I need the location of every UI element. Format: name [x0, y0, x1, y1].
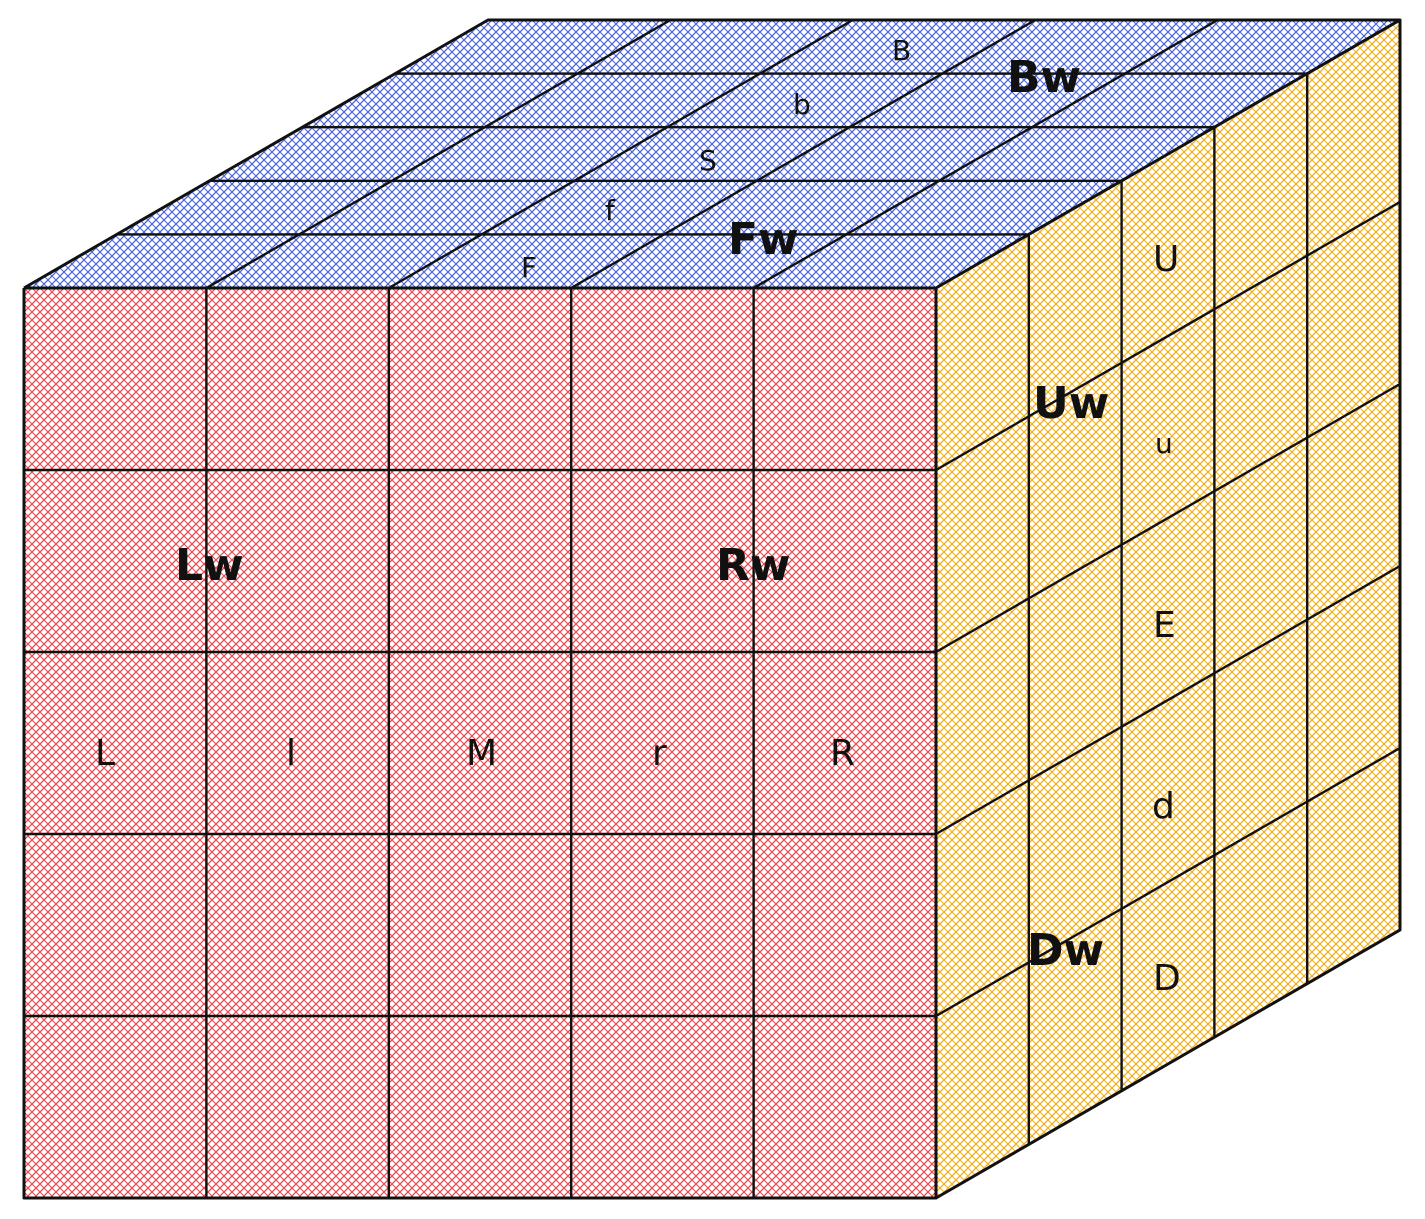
label-u-upper: U [1153, 239, 1179, 280]
cube-outline [22, 18, 1402, 1200]
label-l-upper: L [95, 733, 115, 774]
label-fw: Fw [728, 214, 799, 265]
front-face [24, 288, 936, 1198]
label-b-upper: B [892, 34, 911, 67]
label-d-upper: D [1153, 958, 1181, 999]
label-u-lower: u [1155, 427, 1173, 460]
uw-dashed-line [935, 201, 1401, 471]
side-face [936, 20, 1400, 1198]
top-face [24, 20, 1400, 288]
label-e: E [1153, 605, 1176, 646]
label-lw: Lw [175, 540, 244, 591]
label-f-lower: f [605, 194, 616, 227]
label-f-upper: F [521, 251, 537, 284]
side-grid-slanted-line [934, 382, 1402, 654]
label-r-lower: r [652, 733, 667, 774]
label-r-upper: R [830, 733, 855, 774]
label-bw: Bw [1007, 52, 1081, 103]
top-grid-receding-line [570, 18, 1037, 290]
dw-dashed-line [935, 747, 1401, 1017]
label-b-lower: b [793, 88, 811, 121]
label-rw: Rw [716, 540, 791, 591]
top-grid-receding-line [387, 18, 854, 290]
label-uw: Uw [1033, 378, 1109, 429]
wide-move-dashed-lines [116, 19, 1401, 1198]
label-l-lower: l [286, 733, 296, 774]
rw-top-dashed-line [753, 19, 1219, 289]
label-s: S [699, 144, 717, 177]
lw-top-dashed-line [205, 19, 671, 289]
label-dw: Dw [1027, 925, 1104, 976]
label-m: M [466, 733, 497, 774]
side-grid-slanted-line [934, 564, 1402, 836]
label-d-lower: d [1152, 786, 1175, 827]
